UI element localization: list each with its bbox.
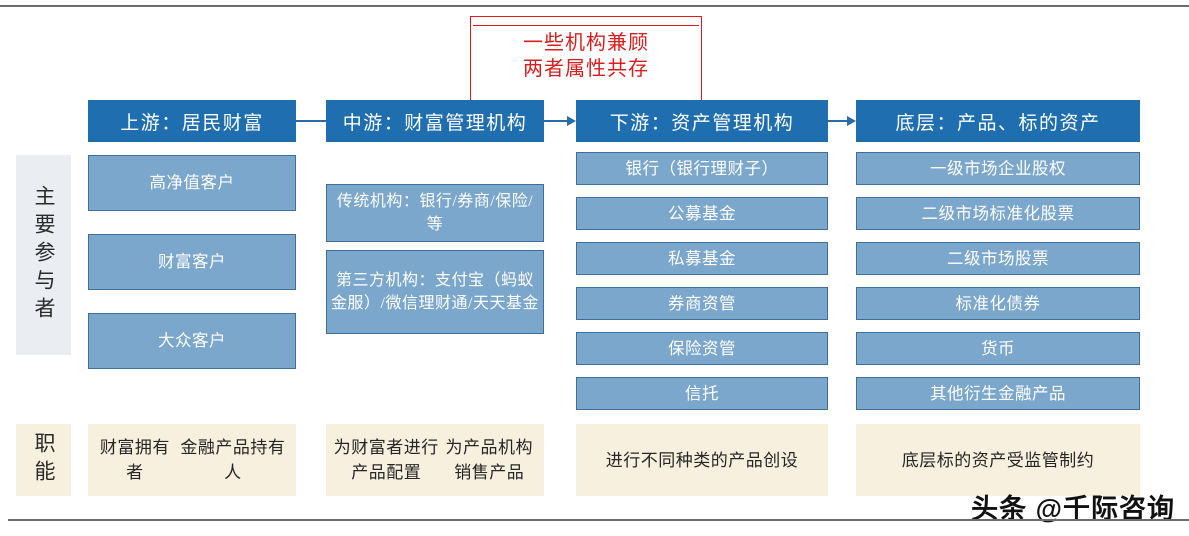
- annotation-bracket: [470, 16, 702, 108]
- item-box[interactable]: 其他衍生金融产品: [856, 377, 1140, 410]
- item-box[interactable]: 银行（银行理财子）: [576, 152, 828, 185]
- connector-arrowhead: [847, 116, 856, 126]
- top-divider-rule: [0, 5, 1189, 7]
- item-box[interactable]: 标准化债券: [856, 287, 1140, 320]
- connector-shaft: [296, 120, 326, 122]
- item-box[interactable]: 传统机构：银行/券商/保险/等: [326, 184, 544, 242]
- item-box[interactable]: 货币: [856, 332, 1140, 365]
- function-box: 底层标的资产受监管制约: [856, 424, 1140, 496]
- item-box[interactable]: 公募基金: [576, 197, 828, 230]
- function-box: 为财富者进行产品配置为产品机构销售产品: [326, 424, 544, 496]
- column-header-midstream[interactable]: 中游：财富管理机构: [326, 100, 544, 142]
- column-header-underlying[interactable]: 底层：产品、标的资产: [856, 100, 1140, 142]
- annotation-bracket-inner-line: [473, 25, 699, 26]
- item-box[interactable]: 私募基金: [576, 242, 828, 275]
- connector-shaft: [828, 120, 847, 122]
- function-box: 进行不同种类的产品创设: [576, 424, 828, 496]
- row-label-functions-text: 职能: [32, 432, 56, 488]
- column-header-upstream[interactable]: 上游：居民财富: [88, 100, 296, 142]
- connector-upstream-to-midstream-icon: [296, 100, 326, 142]
- connector-shaft: [544, 120, 567, 122]
- column-header-downstream[interactable]: 下游：资产管理机构: [576, 100, 828, 142]
- annotation-line-2: 两者属性共存: [523, 58, 649, 80]
- row-label-participants: 主要参与者: [16, 155, 71, 355]
- item-box[interactable]: 信托: [576, 377, 828, 410]
- row-label-participants-text: 主要参与者: [32, 185, 56, 325]
- connector-midstream-to-downstream-icon: [544, 100, 576, 142]
- item-box[interactable]: 高净值客户: [88, 155, 296, 211]
- bottom-divider-rule: [8, 519, 1189, 521]
- item-box[interactable]: 大众客户: [88, 313, 296, 369]
- connector-arrowhead: [567, 116, 576, 126]
- item-box[interactable]: 财富客户: [88, 234, 296, 290]
- item-box[interactable]: 二级市场股票: [856, 242, 1140, 275]
- item-box[interactable]: 二级市场标准化股票: [856, 197, 1140, 230]
- row-label-functions: 职能: [16, 424, 71, 496]
- item-box[interactable]: 券商资管: [576, 287, 828, 320]
- item-box[interactable]: 保险资管: [576, 332, 828, 365]
- annotation-line-1: 一些机构兼顾: [523, 32, 649, 54]
- connector-downstream-to-underlying-icon: [828, 100, 856, 142]
- item-box[interactable]: 第三方机构：支付宝（蚂蚁金服）/微信理财通/天天基金: [326, 250, 544, 334]
- annotation-text: 一些机构兼顾 两者属性共存: [470, 30, 702, 82]
- item-box[interactable]: 一级市场企业股权: [856, 152, 1140, 185]
- function-box: 财富拥有者金融产品持有人: [88, 424, 296, 496]
